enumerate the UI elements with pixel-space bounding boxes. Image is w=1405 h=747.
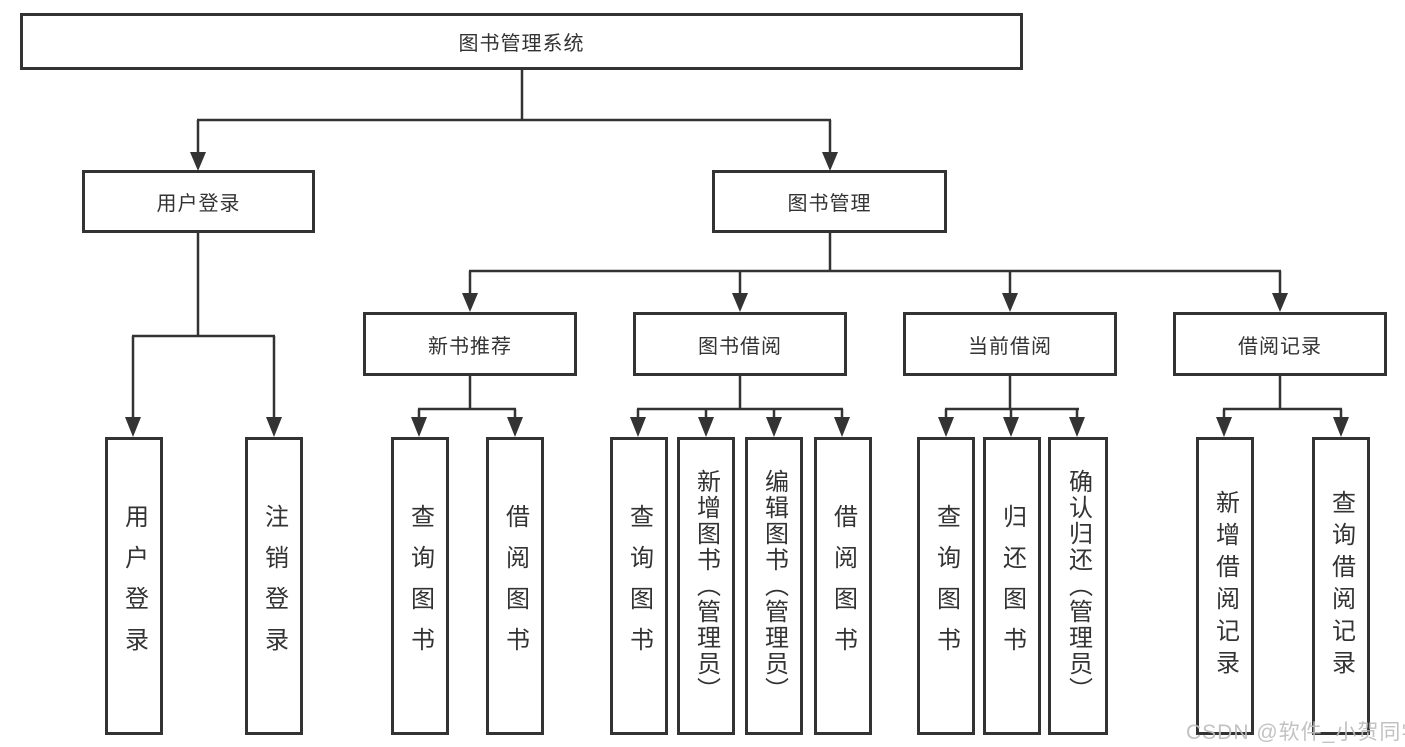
- node-user-login: 用户登录: [82, 170, 315, 233]
- leaf-borrow-books: 借阅图书: [814, 437, 872, 735]
- leaf-add-books-admin: 新增图书（管理员）: [677, 437, 735, 735]
- leaf-query-books-current: 查询图书: [917, 437, 975, 735]
- leaf-query-books-borrow: 查询图书: [610, 437, 668, 735]
- node-book-borrow: 图书借阅: [633, 312, 847, 376]
- csdn-watermark: CSDN @软件_小贺同学: [1186, 721, 1405, 744]
- leaf-logout: 注销登录: [245, 437, 303, 735]
- leaf-edit-books-admin: 编辑图书（管理员）: [745, 437, 803, 735]
- leaf-confirm-return-admin: 确认归还（管理员）: [1048, 437, 1108, 735]
- leaf-borrow-books-recommend: 借阅图书: [486, 437, 544, 735]
- leaf-add-borrow-record: 新增借阅记录: [1196, 437, 1254, 735]
- node-book-management: 图书管理: [712, 170, 947, 233]
- node-library-management-system: 图书管理系统: [20, 13, 1023, 70]
- leaf-user-login: 用户登录: [105, 437, 163, 735]
- node-current-borrow: 当前借阅: [903, 312, 1117, 376]
- leaf-query-borrow-record: 查询借阅记录: [1312, 437, 1370, 735]
- leaf-return-books: 归还图书: [983, 437, 1041, 735]
- node-borrow-records: 借阅记录: [1173, 312, 1387, 376]
- node-new-book-recommend: 新书推荐: [363, 312, 577, 376]
- leaf-query-books-recommend: 查询图书: [391, 437, 449, 735]
